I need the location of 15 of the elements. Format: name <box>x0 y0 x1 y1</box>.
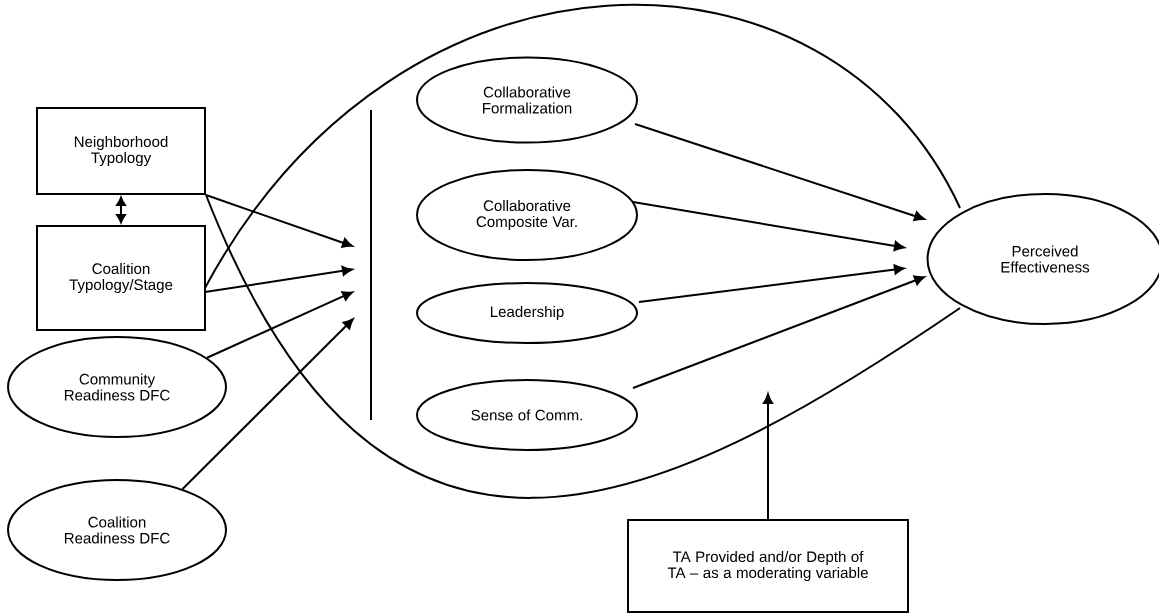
process-box: Coalition Typology/Stage <box>36 225 206 331</box>
curved-line <box>204 4 961 289</box>
arrow <box>632 275 925 389</box>
arrow <box>204 265 353 293</box>
arrow <box>206 291 353 359</box>
arrow <box>632 201 905 251</box>
curved-line <box>205 194 961 499</box>
process-box: Neighborhood Typology <box>36 107 206 195</box>
process-box: TA Provided and/or Depth of TA – as a moderating variable <box>627 519 909 613</box>
arrow <box>638 264 905 303</box>
arrow <box>181 318 354 491</box>
arrow <box>634 123 925 222</box>
arrow <box>116 196 126 224</box>
arrow <box>762 393 774 520</box>
arrow <box>205 194 353 248</box>
